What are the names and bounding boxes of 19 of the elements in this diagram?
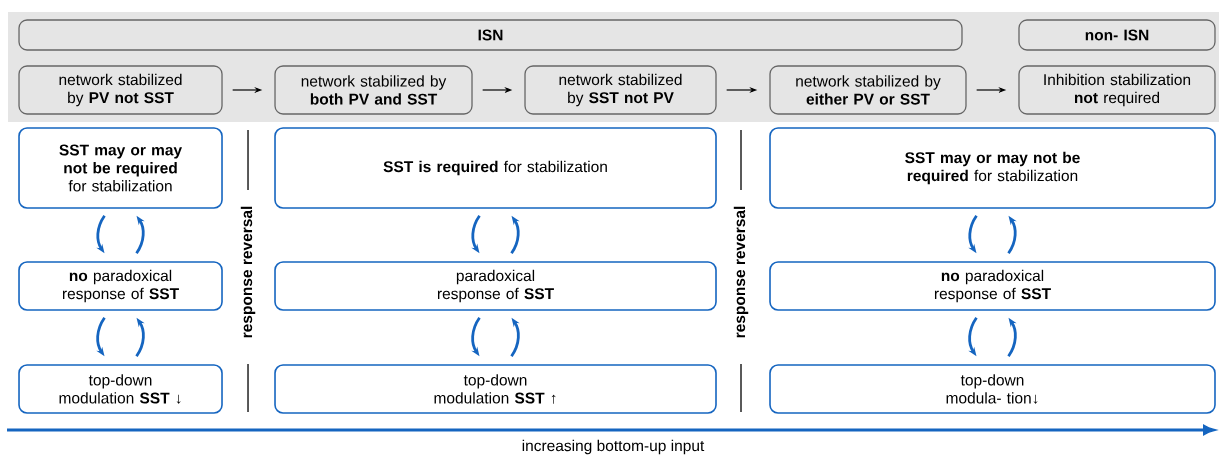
property-box: no paradoxical response of SST: [769, 261, 1216, 311]
property-box: top-down modulation SST ↓: [18, 364, 223, 414]
property-box: top-down modulation SST ↑: [274, 364, 717, 414]
axis-label: increasing bottom-up input: [522, 439, 705, 455]
category-band: ISN: [18, 19, 963, 51]
property-box: SST may or may not be required for stabilization: [769, 127, 1216, 209]
property-box: paradoxical response of SST: [274, 261, 717, 311]
property-box: SST may or may not be required for stabilization: [18, 127, 223, 209]
rotated-label: response reversal: [733, 206, 749, 338]
property-box: SST is required for stabilization: [274, 127, 717, 209]
category-band: non- ISN: [1018, 19, 1216, 51]
state-box: Inhibition stabilization not required: [1018, 65, 1216, 115]
property-box: top-down modula- tion↓: [769, 364, 1216, 414]
rotated-label: response reversal: [240, 206, 256, 338]
property-box: no paradoxical response of SST: [18, 261, 223, 311]
state-box: network stabilized by either PV or SST: [769, 65, 967, 115]
state-box: network stabilized by PV not SST: [18, 65, 223, 115]
state-box: network stabilized by both PV and SST: [274, 65, 473, 115]
state-box: network stabilized by SST not PV: [524, 65, 717, 115]
